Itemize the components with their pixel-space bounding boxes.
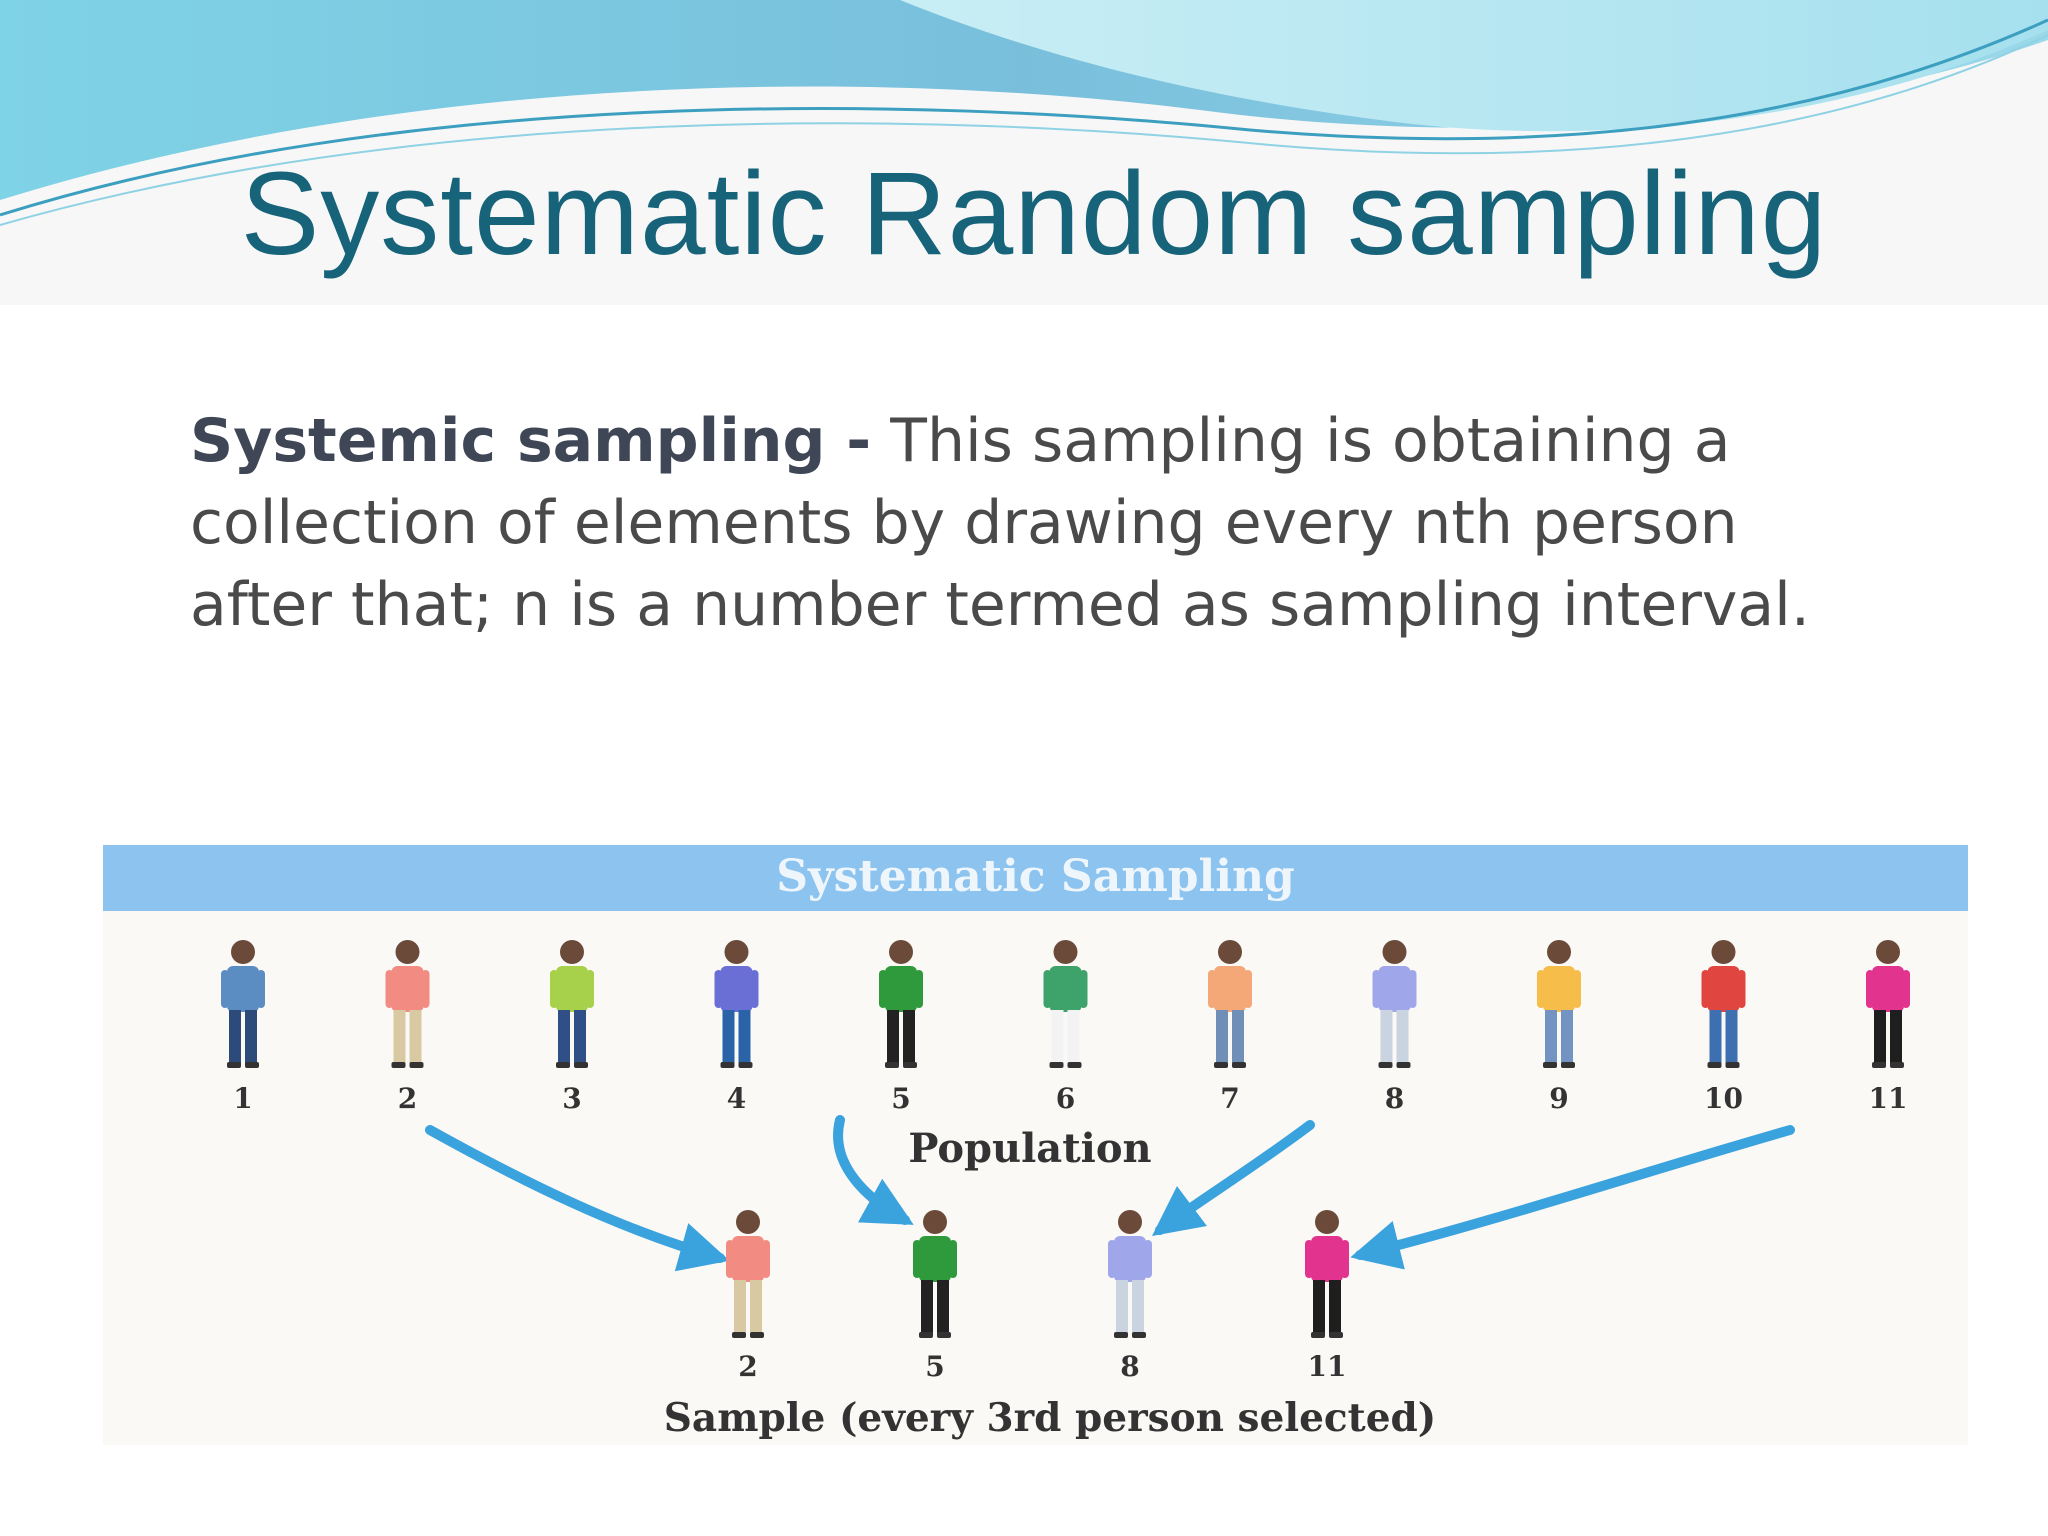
population-number: 6 (1055, 1082, 1076, 1115)
definition-paragraph: Systemic sampling - This sampling is obt… (190, 400, 1850, 646)
sample-label: Sample (every 3rd person selected) (663, 1395, 1437, 1441)
figure-title: Systematic Sampling (776, 851, 1295, 902)
selection-arrow (833, 1115, 914, 1225)
sample-number: 2 (738, 1350, 758, 1383)
slide-title: Systematic Random sampling (240, 148, 1828, 280)
sample-number: 8 (1120, 1350, 1140, 1383)
sample-person (1305, 1210, 1349, 1338)
definition-term: Systemic sampling - (190, 406, 872, 476)
selection-arrow (1350, 1125, 1795, 1270)
population-label: Population (908, 1125, 1152, 1172)
population-person (714, 940, 759, 1068)
population-person (1043, 940, 1088, 1068)
selection-arrow (1151, 1120, 1315, 1236)
population-number: 5 (891, 1082, 911, 1115)
population-person (550, 940, 594, 1068)
population-number: 2 (397, 1082, 418, 1115)
sample-person (913, 1210, 957, 1338)
population-number: 4 (726, 1082, 747, 1115)
sample-number: 11 (1307, 1350, 1347, 1383)
population-person (1208, 940, 1252, 1068)
selection-arrow (425, 1125, 730, 1272)
population-person (1701, 940, 1746, 1068)
population-person (1866, 940, 1910, 1068)
population-number: 8 (1384, 1082, 1405, 1115)
population-number: 7 (1220, 1082, 1240, 1115)
population-person (1372, 940, 1417, 1068)
population-person (879, 940, 923, 1068)
population-number: 11 (1868, 1082, 1908, 1115)
sample-number: 5 (925, 1350, 945, 1383)
sample-person (726, 1210, 770, 1338)
population-number: 9 (1549, 1082, 1569, 1115)
header-wave-decoration (0, 0, 2048, 226)
population-person (385, 940, 430, 1068)
population-number: 10 (1704, 1082, 1743, 1115)
definition-text: This sampling is obtaining a collection … (190, 406, 1810, 640)
population-person (1537, 940, 1581, 1068)
population-number: 3 (562, 1082, 582, 1115)
sample-person (1108, 1210, 1152, 1338)
population-person (221, 940, 265, 1068)
figure-title-banner (103, 845, 1968, 911)
population-number: 1 (233, 1082, 253, 1115)
